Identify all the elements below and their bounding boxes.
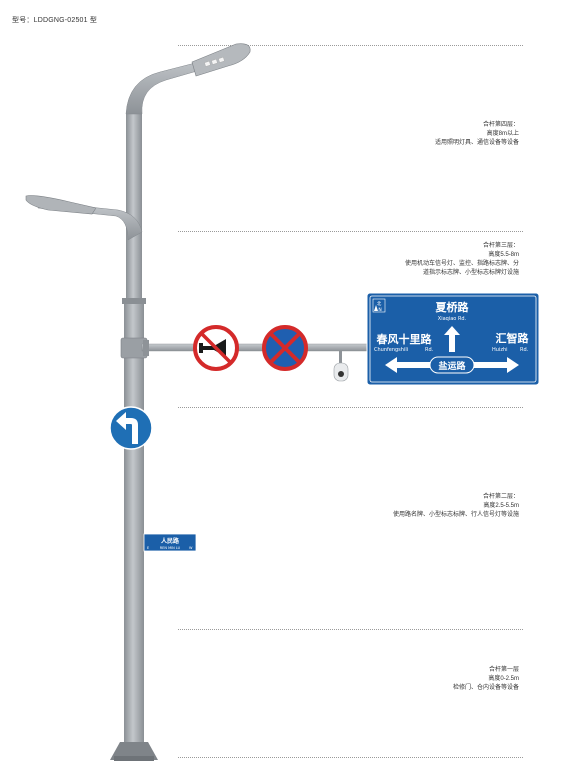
cctv-camera — [333, 351, 349, 382]
no-honking-sign — [193, 325, 239, 371]
layer-height: 高度8m以上 — [486, 131, 519, 137]
layer-height: 高度0-2.5m — [488, 676, 519, 682]
layer-divider — [178, 629, 523, 630]
street-dir-right: W — [189, 546, 193, 550]
west-road-cn: 春风十里路 — [377, 332, 433, 346]
layer-desc: 使用机动车信号灯、监控、指路标志牌、分 — [404, 261, 519, 267]
layer-1-description: 合杆第一层 高度0-2.5m 检修门、仓内设备等设备 — [453, 666, 519, 693]
layer-title: 合杆第二层： — [482, 494, 519, 500]
compass-box — [372, 298, 386, 313]
pole-base-plate — [114, 756, 154, 761]
layer-desc: 道指示标志牌、小型标志标牌灯设施 — [422, 270, 519, 276]
layer-2-description: 合杆第二层： 高度2.5-5.5m 使用路名牌、小型标志标牌、行人信号灯等设施 — [393, 493, 519, 520]
layer-height: 高度5.5-8m — [488, 252, 519, 258]
left-turn-arrow-icon — [116, 412, 138, 444]
pole-base — [110, 742, 158, 760]
pole-shaft-upper — [126, 112, 142, 302]
led-module — [218, 56, 225, 63]
north-road-en: Xiaqiao Rd. — [438, 316, 467, 322]
east-road-en-name: Huizhi — [492, 347, 508, 353]
layer-3-description: 合杆第三层： 高度5.5-8m 使用机动车信号灯、监控、指路标志牌、分 道指示标… — [405, 242, 519, 278]
street-name-sign: E W 人民路 REN MIN LU — [143, 533, 197, 552]
west-road-en-name: Chunfengshili — [374, 347, 408, 353]
model-label: 型号：LDDGNG-02501 型 — [12, 17, 98, 24]
led-module — [211, 58, 218, 65]
east-road-cn: 汇智路 — [496, 331, 530, 345]
lower-light-arm — [37, 201, 143, 241]
north-road-cn: 夏桥路 — [436, 300, 470, 314]
street-name-cn: 人民路 — [161, 537, 180, 545]
layer-divider — [178, 407, 523, 408]
led-module — [204, 60, 211, 67]
layer-height: 高度2.5-5.5m — [483, 503, 519, 509]
no-stopping-sign — [262, 325, 308, 371]
south-road-box — [429, 356, 475, 374]
south-road-cn: 盐运路 — [438, 360, 466, 372]
west-road-en-rd: Rd. — [425, 347, 434, 353]
layer-desc: 使用路名牌、小型标志标牌、行人信号灯等设施 — [392, 512, 519, 518]
layer-desc: 检修门、仓内设备等设备 — [452, 685, 519, 691]
layer-title: 合杆第一层 — [488, 667, 519, 673]
pole-joint — [122, 298, 146, 304]
layer-divider — [178, 231, 523, 232]
layer-divider — [178, 757, 523, 758]
straight-arrow-icon — [444, 326, 460, 352]
compass-en: N — [378, 307, 381, 313]
sign-arm-bracket — [143, 340, 149, 356]
layer-desc: 适用照明灯具、通信设备等设备 — [434, 140, 519, 146]
compass-cn: 北 — [377, 300, 382, 307]
sign-arm — [141, 343, 375, 352]
compass-arrow-icon — [374, 305, 378, 311]
layer-divider — [178, 45, 523, 46]
street-dir-left: E — [147, 546, 149, 550]
left-turn-sign — [109, 406, 153, 450]
pole-shaft-lower — [124, 300, 144, 748]
east-road-en-rd: Rd. — [520, 347, 529, 353]
direction-guide-sign: 北 N 夏桥路 Xiaqiao Rd. 春风十里路 Chunfengshili … — [366, 292, 540, 386]
layer-4-description: 合杆第四层： 高度8m以上 适用照明灯具、通信设备等设备 — [435, 121, 519, 148]
street-name-en: REN MIN LU — [160, 546, 181, 550]
lower-luminaire — [25, 195, 97, 215]
layer-title: 合杆第三层： — [482, 243, 519, 249]
layer-title: 合杆第四层： — [482, 122, 519, 128]
